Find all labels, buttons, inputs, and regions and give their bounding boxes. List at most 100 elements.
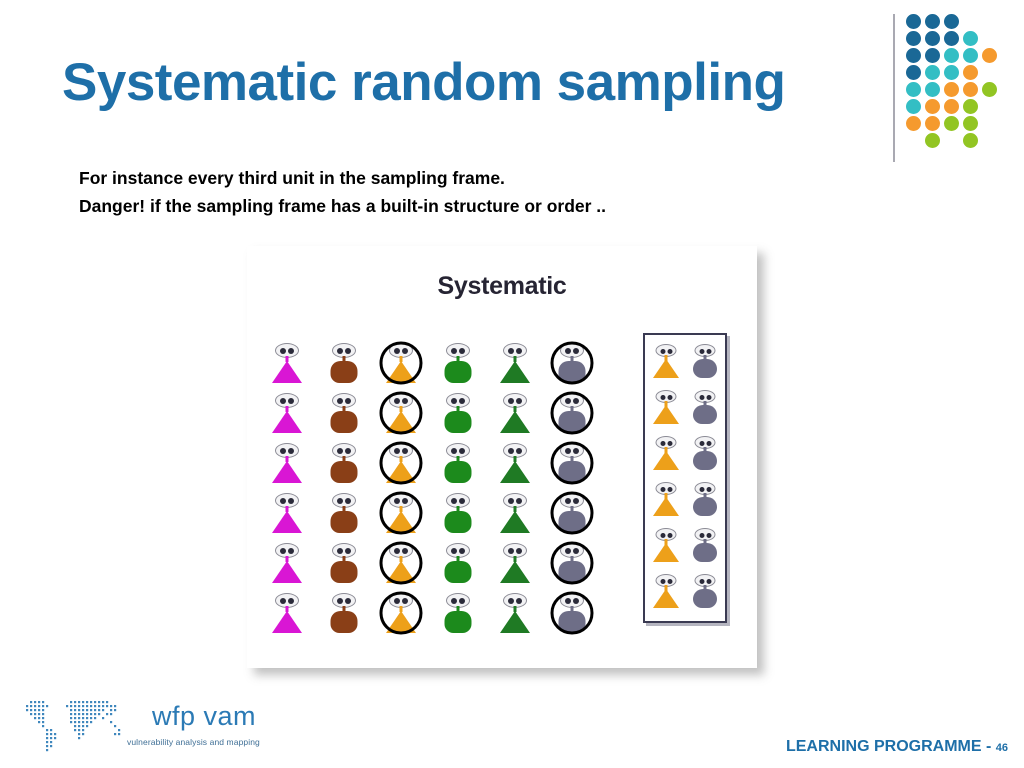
selection-circle	[379, 341, 423, 385]
body-line-1: For instance every third unit in the sam…	[79, 168, 505, 188]
person-body	[272, 511, 302, 533]
person-eye-icon	[451, 598, 457, 604]
logo-dot	[925, 99, 940, 114]
population-unit	[263, 389, 311, 437]
population-unit	[377, 489, 425, 537]
person-eye-icon	[451, 498, 457, 504]
logo-dot	[906, 99, 921, 114]
person-eye-icon	[667, 348, 672, 354]
person-neck	[513, 456, 517, 462]
population-unit	[434, 389, 482, 437]
person-eye-icon	[706, 532, 711, 538]
person-neck	[703, 447, 707, 453]
logo-dot	[906, 14, 921, 29]
person-figure	[496, 543, 534, 583]
person-eye-icon	[516, 348, 522, 354]
person-eye-icon	[288, 498, 294, 504]
logo-dot	[963, 116, 978, 131]
person-neck	[703, 539, 707, 545]
population-unit	[548, 389, 596, 437]
person-body	[330, 511, 358, 533]
illustration-caption: Systematic	[437, 272, 567, 300]
person-eye-icon	[288, 448, 294, 454]
logo-dot	[925, 82, 940, 97]
person-neck	[664, 447, 668, 453]
person-body	[653, 405, 679, 424]
world-map-icon	[26, 701, 121, 752]
person-neck	[285, 556, 289, 562]
logo-dot	[925, 14, 940, 29]
person-neck	[456, 556, 460, 562]
person-figure	[689, 344, 721, 378]
person-body	[272, 561, 302, 583]
person-figure	[325, 593, 363, 633]
person-eye-icon	[660, 440, 665, 446]
person-figure	[268, 343, 306, 383]
population-unit	[434, 439, 482, 487]
person-body	[693, 451, 717, 470]
person-head-icon	[446, 443, 470, 458]
person-neck	[456, 356, 460, 362]
population-unit	[491, 439, 539, 487]
header-divider-line	[893, 14, 895, 162]
person-eye-icon	[459, 448, 465, 454]
sample-unit	[647, 477, 685, 521]
person-figure	[439, 393, 477, 433]
person-neck	[456, 406, 460, 412]
person-body	[444, 411, 472, 433]
person-body	[330, 611, 358, 633]
person-neck	[703, 355, 707, 361]
person-neck	[664, 401, 668, 407]
person-neck	[703, 493, 707, 499]
selection-circle	[550, 391, 594, 435]
person-body	[653, 359, 679, 378]
population-unit	[377, 339, 425, 387]
person-neck	[285, 606, 289, 612]
person-eye-icon	[660, 578, 665, 584]
person-figure	[268, 543, 306, 583]
population-unit	[434, 589, 482, 637]
person-eye-icon	[667, 532, 672, 538]
person-figure	[496, 443, 534, 483]
logo-dot	[963, 65, 978, 80]
person-body	[444, 511, 472, 533]
logo-dot	[925, 48, 940, 63]
person-neck	[664, 355, 668, 361]
selection-circle	[379, 441, 423, 485]
person-body	[653, 497, 679, 516]
person-neck	[703, 401, 707, 407]
person-figure	[689, 390, 721, 424]
person-body	[444, 361, 472, 383]
person-eye-icon	[508, 348, 514, 354]
population-unit	[377, 539, 425, 587]
selection-circle	[550, 541, 594, 585]
person-eye-icon	[660, 532, 665, 538]
person-neck	[342, 406, 346, 412]
person-neck	[342, 556, 346, 562]
person-eye-icon	[706, 348, 711, 354]
person-body	[330, 411, 358, 433]
person-figure	[496, 343, 534, 383]
person-body	[330, 361, 358, 383]
logo-dot	[906, 116, 921, 131]
person-head-icon	[694, 390, 716, 403]
logo-dot	[906, 31, 921, 46]
sample-unit	[647, 523, 685, 567]
person-eye-icon	[706, 578, 711, 584]
person-eye-icon	[451, 398, 457, 404]
person-body	[500, 611, 530, 633]
body-text-block: For instance every third unit in the sam…	[79, 164, 606, 220]
person-eye-icon	[345, 448, 351, 454]
person-eye-icon	[337, 448, 343, 454]
person-figure	[689, 482, 721, 516]
person-eye-icon	[660, 394, 665, 400]
logo-dot	[963, 82, 978, 97]
person-neck	[456, 456, 460, 462]
logo-dot	[963, 133, 978, 148]
population-unit	[434, 489, 482, 537]
person-neck	[285, 356, 289, 362]
person-eye-icon	[280, 398, 286, 404]
page-title: Systematic random sampling	[62, 53, 786, 112]
population-unit	[491, 539, 539, 587]
sample-unit	[686, 523, 724, 567]
